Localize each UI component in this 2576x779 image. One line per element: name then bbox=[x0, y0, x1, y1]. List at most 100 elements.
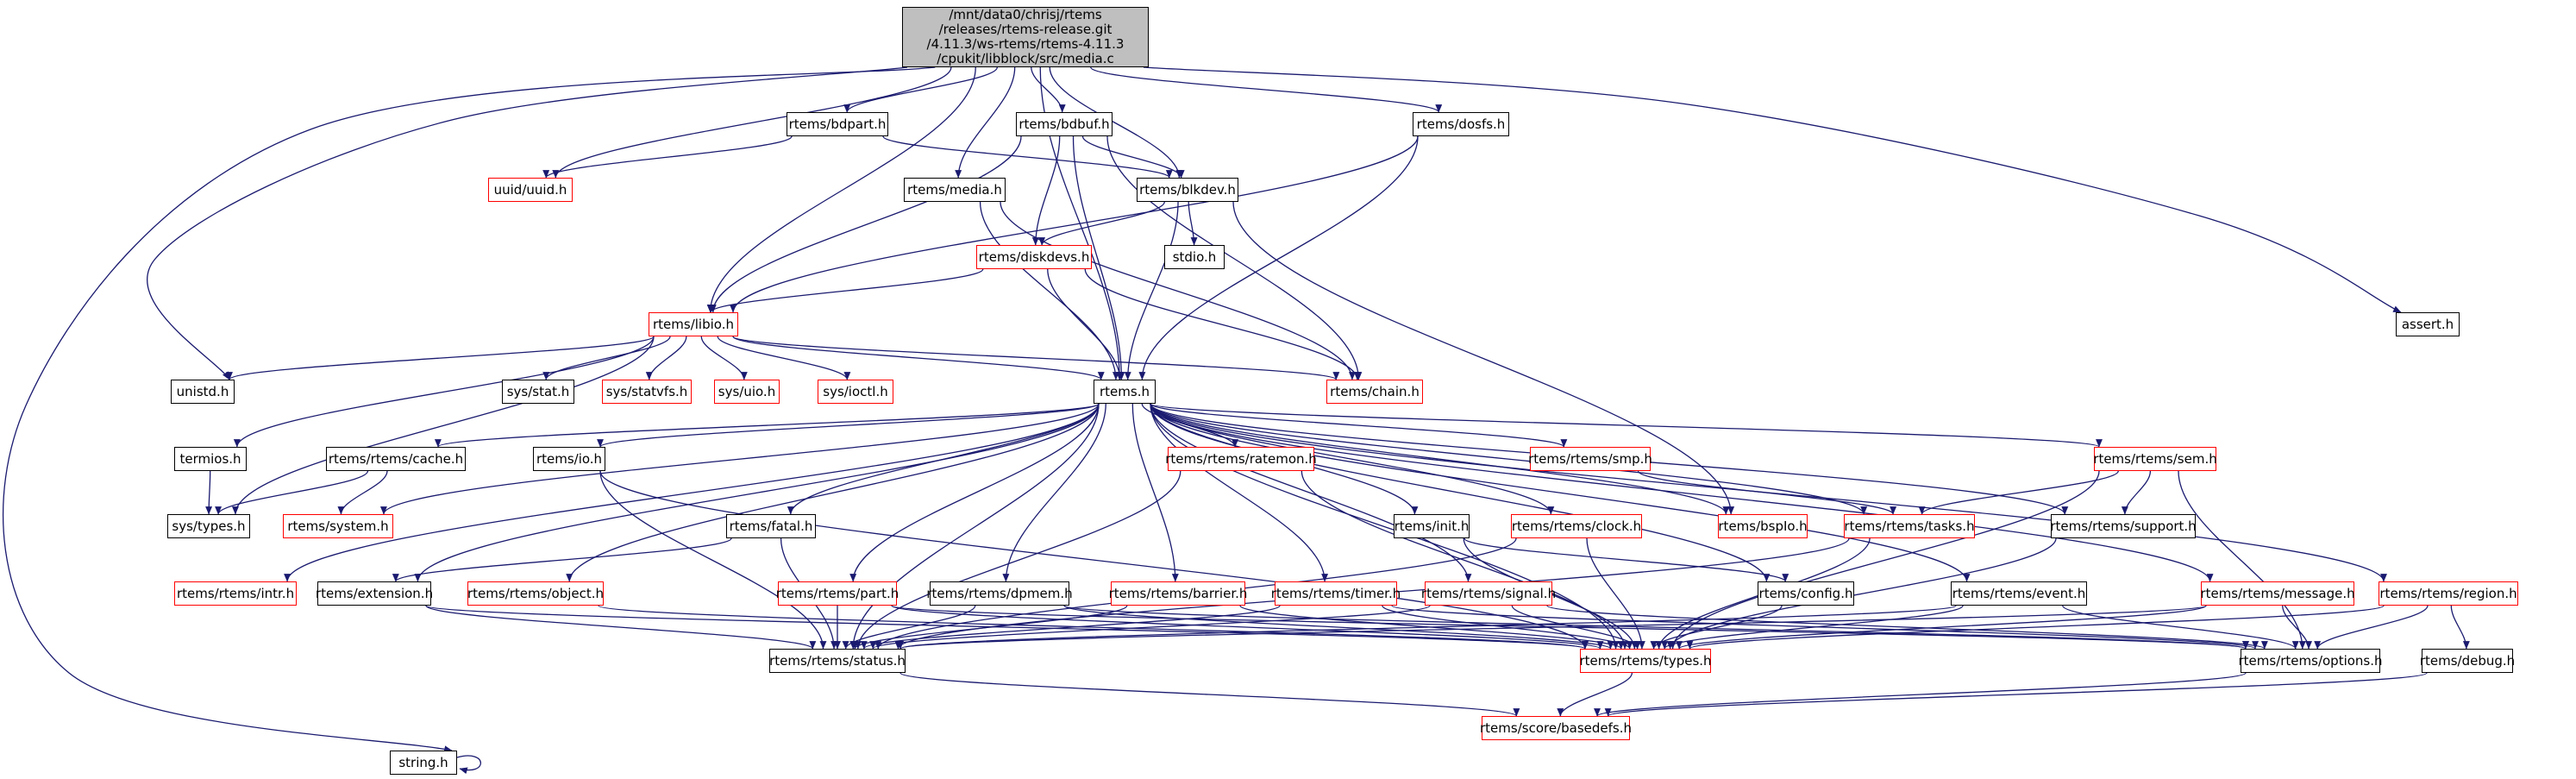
graph-node-signal[interactable]: rtems/rtems/signal.h bbox=[1421, 581, 1556, 606]
edge-rtems_h-to-region bbox=[1150, 403, 2387, 582]
graph-node-assert[interactable]: assert.h bbox=[2396, 312, 2460, 336]
graph-node-config[interactable]: rtems/config.h bbox=[1758, 581, 1854, 606]
edge-timer-to-status bbox=[861, 605, 1281, 650]
edge-timer-to-types bbox=[1382, 605, 1633, 650]
graph-node-string[interactable]: string.h bbox=[390, 751, 457, 775]
graph-node-basedefs[interactable]: rtems/score/basedefs.h bbox=[1480, 716, 1632, 740]
edge-rtems_h-to-system bbox=[380, 403, 1100, 515]
edge-io_h-to-status bbox=[599, 470, 827, 650]
graph-node-support[interactable]: rtems/rtems/support.h bbox=[2050, 514, 2197, 538]
edge-options-to-basedefs bbox=[1594, 672, 2247, 717]
graph-node-debug[interactable]: rtems/debug.h bbox=[2420, 649, 2515, 673]
graph-node-bspio[interactable]: rtems/bspIo.h bbox=[1718, 514, 1808, 538]
edge-rtems_h-to-io_h bbox=[597, 403, 1100, 448]
graph-node-uio[interactable]: sys/uio.h bbox=[714, 380, 780, 404]
graph-node-statvfs[interactable]: sys/statvfs.h bbox=[602, 380, 692, 404]
edge-signal-to-types bbox=[1511, 605, 1641, 650]
graph-node-ioctl[interactable]: sys/ioctl.h bbox=[818, 380, 893, 404]
edge-clock-to-types bbox=[1586, 537, 1645, 650]
edge-fatal-to-extension bbox=[392, 537, 732, 582]
graph-node-intr[interactable]: rtems/rtems/intr.h bbox=[174, 581, 297, 606]
graph-node-diskdevs[interactable]: rtems/diskdevs.h bbox=[976, 245, 1092, 269]
edge-extension-to-status bbox=[425, 605, 817, 650]
graph-node-dosfs[interactable]: rtems/dosfs.h bbox=[1413, 112, 1509, 136]
edge-rtems_h-to-part bbox=[849, 403, 1100, 582]
graph-node-clock[interactable]: rtems/rtems/clock.h bbox=[1511, 514, 1642, 538]
edge-blkdev-to-stdio bbox=[1188, 201, 1198, 246]
graph-node-sem[interactable]: rtems/rtems/sem.h bbox=[2093, 447, 2217, 471]
graph-node-region[interactable]: rtems/rtems/region.h bbox=[2379, 581, 2518, 606]
edge-sem-to-options bbox=[2178, 470, 2306, 650]
graph-node-uuid[interactable]: uuid/uuid.h bbox=[488, 178, 573, 202]
edge-sem-to-types bbox=[1669, 470, 2100, 650]
edge-message-to-status bbox=[897, 605, 2207, 650]
graph-node-event[interactable]: rtems/rtems/event.h bbox=[1951, 581, 2087, 606]
edge-rtems_h-to-ratemon bbox=[1141, 403, 1239, 448]
graph-node-termios[interactable]: termios.h bbox=[174, 447, 247, 471]
graph-node-systypes[interactable]: sys/types.h bbox=[167, 514, 250, 538]
edge-region-to-debug bbox=[2450, 605, 2470, 650]
edge-cache-to-system bbox=[337, 470, 388, 515]
graph-node-blkdev[interactable]: rtems/blkdev.h bbox=[1137, 178, 1238, 202]
graph-node-smp[interactable]: rtems/rtems/smp.h bbox=[1528, 447, 1652, 471]
graph-node-tasks[interactable]: rtems/rtems/tasks.h bbox=[1844, 514, 1975, 538]
edge-libio-to-termios bbox=[233, 336, 655, 448]
edge-rtems_h-to-fatal bbox=[787, 403, 1100, 515]
graph-node-types[interactable]: rtems/rtems/types.h bbox=[1579, 649, 1712, 673]
graph-node-libio[interactable]: rtems/libio.h bbox=[649, 312, 738, 336]
edge-message-to-types bbox=[1676, 605, 2207, 650]
edge-rtems_h-to-dpmem bbox=[1002, 403, 1106, 582]
graph-node-cache[interactable]: rtems/rtems/cache.h bbox=[326, 447, 466, 471]
edge-blkdev-to-rtems_h bbox=[1124, 201, 1179, 380]
graph-node-chain[interactable]: rtems/chain.h bbox=[1326, 380, 1423, 404]
graph-node-media_h[interactable]: rtems/media.h bbox=[904, 178, 1006, 202]
graph-node-dpmem[interactable]: rtems/rtems/dpmem.h bbox=[926, 581, 1073, 606]
graph-node-rtems_h[interactable]: rtems.h bbox=[1094, 380, 1156, 404]
edge-libio-to-rtems_h bbox=[732, 336, 1105, 380]
graph-node-io_h[interactable]: rtems/io.h bbox=[533, 447, 605, 471]
edge-rtems_h-to-config bbox=[1150, 403, 1771, 582]
graph-node-status[interactable]: rtems/rtems/status.h bbox=[769, 649, 906, 673]
edge-rtems_h-to-extension bbox=[414, 403, 1100, 582]
edge-main-to-bdpart bbox=[843, 66, 998, 113]
edge-bdpart-to-blkdev bbox=[882, 135, 1173, 179]
graph-node-fatal[interactable]: rtems/fatal.h bbox=[726, 514, 816, 538]
edge-signal-to-options bbox=[1546, 605, 2268, 650]
graph-node-unistd[interactable]: unistd.h bbox=[171, 380, 235, 404]
graph-node-message[interactable]: rtems/rtems/message.h bbox=[2200, 581, 2355, 606]
edge-config-to-types bbox=[1650, 605, 1783, 650]
graph-node-stdio[interactable]: stdio.h bbox=[1164, 245, 1225, 269]
edge-diskdevs-to-rtems_h bbox=[1047, 268, 1124, 380]
edge-rtems_h-to-cache bbox=[435, 403, 1100, 448]
graph-node-ratemon[interactable]: rtems/rtems/ratemon.h bbox=[1165, 447, 1317, 471]
graph-node-bdbuf[interactable]: rtems/bdbuf.h bbox=[1016, 112, 1113, 136]
graph-node-bdpart[interactable]: rtems/bdpart.h bbox=[787, 112, 888, 136]
edge-barrier-to-types bbox=[1239, 605, 1625, 650]
graph-node-system[interactable]: rtems/system.h bbox=[283, 514, 393, 538]
graph-node-part[interactable]: rtems/rtems/part.h bbox=[776, 581, 899, 606]
edge-main-to-media_h bbox=[955, 66, 1016, 179]
graph-node-sysstat[interactable]: sys/stat.h bbox=[502, 380, 574, 404]
edge-types-to-basedefs bbox=[1557, 672, 1633, 717]
graph-node-options[interactable]: rtems/rtems/options.h bbox=[2238, 649, 2383, 673]
edge-main-to-bdbuf bbox=[1031, 66, 1066, 113]
graph-node-timer[interactable]: rtems/rtems/timer.h bbox=[1271, 581, 1401, 606]
edge-termios-to-systypes bbox=[205, 470, 213, 515]
edge-libio-to-sysstat bbox=[542, 336, 671, 380]
edge-ratemon-to-status bbox=[854, 470, 1181, 650]
edge-event-to-options bbox=[2062, 605, 2299, 650]
edge-bdbuf-to-chain bbox=[1106, 135, 1363, 380]
edge-timer-to-options bbox=[1391, 605, 2259, 650]
graph-node-object[interactable]: rtems/rtems/object.h bbox=[467, 581, 604, 606]
edge-bdbuf-to-libio bbox=[709, 135, 1022, 313]
edge-dpmem-to-options bbox=[1063, 605, 2249, 650]
graph-node-init[interactable]: rtems/init.h bbox=[1394, 514, 1470, 538]
edge-event-to-types bbox=[1661, 605, 1964, 650]
edge-debug-to-basedefs bbox=[1605, 672, 2428, 717]
graph-node-barrier[interactable]: rtems/rtems/barrier.h bbox=[1109, 581, 1247, 606]
edge-media_h-to-chain bbox=[1000, 201, 1356, 380]
graph-node-extension[interactable]: rtems/extension.h bbox=[316, 581, 433, 606]
edge-rtems_h-to-status bbox=[849, 403, 1100, 650]
edge-init-to-config bbox=[1463, 537, 1789, 582]
